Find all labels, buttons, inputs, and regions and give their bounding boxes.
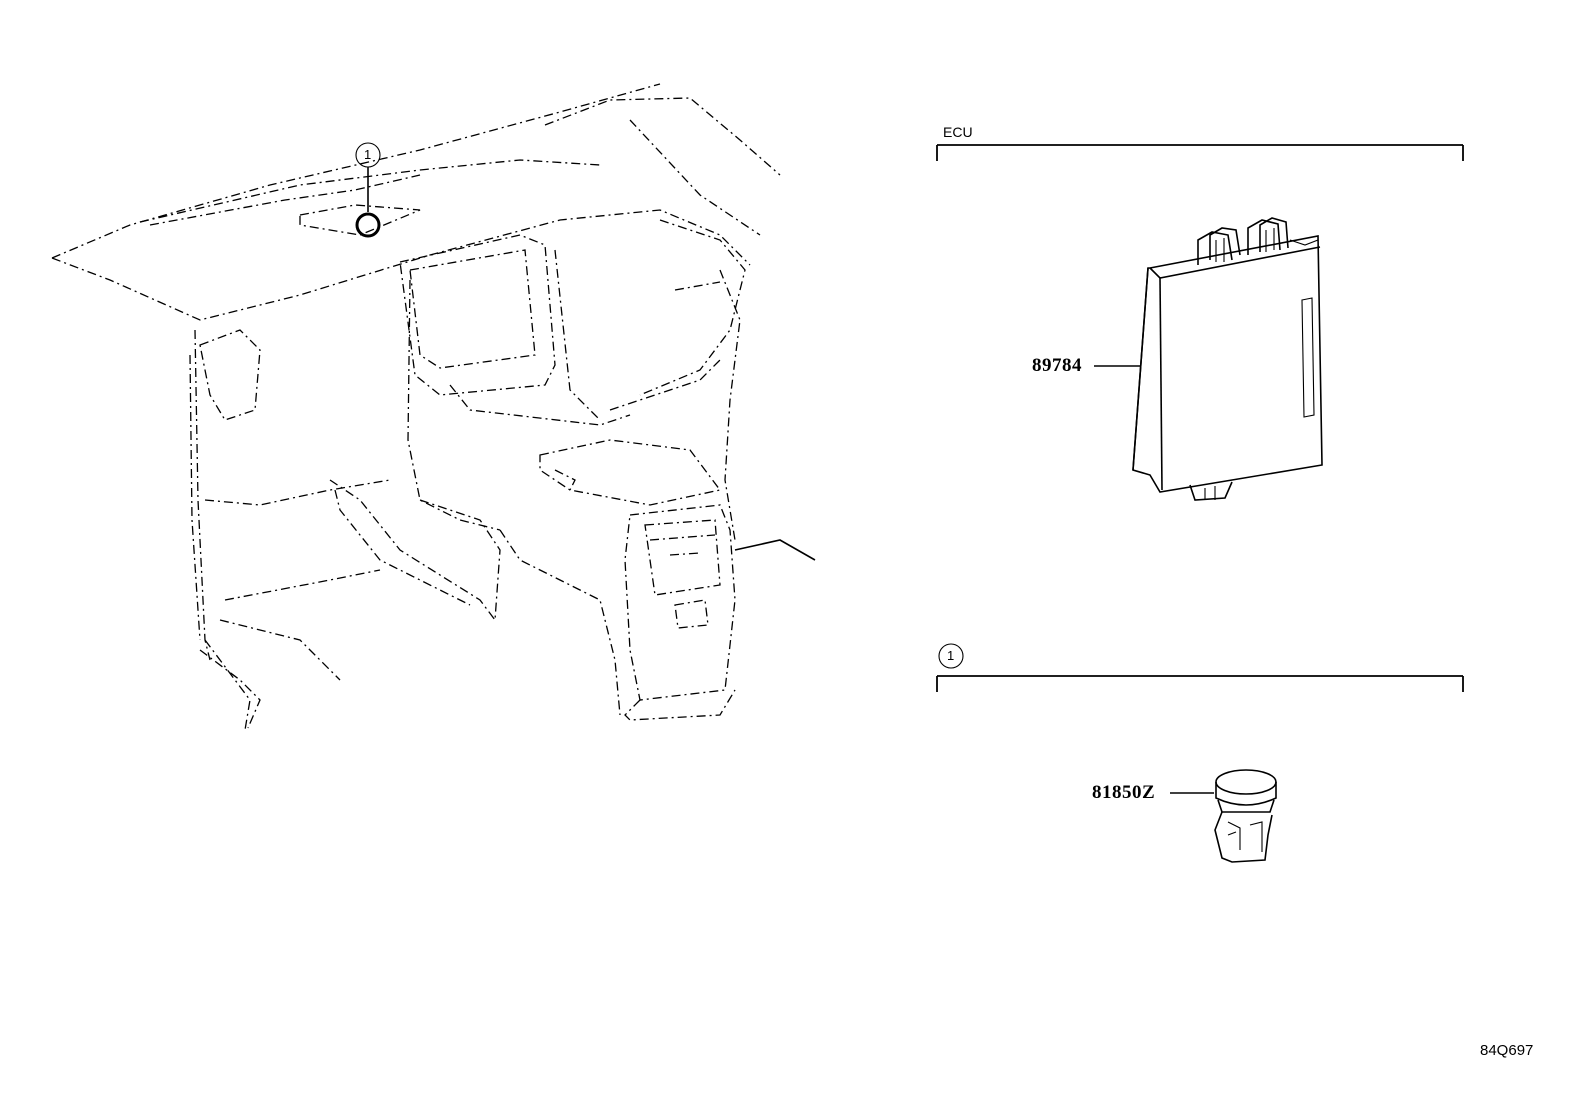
- sensor-section-bracket: [936, 643, 1464, 692]
- sensor-location-marker: [355, 212, 381, 238]
- ecu-section-bracket: [936, 144, 1464, 161]
- part-number-81850z[interactable]: 81850Z: [1092, 782, 1156, 803]
- sensor-section-callout-number: 1: [947, 648, 955, 663]
- vehicle-interior-illustration: [51, 83, 816, 731]
- diagram-reference-code: 84Q697: [1480, 1042, 1534, 1059]
- overview-callout-number: 1: [364, 147, 372, 162]
- part-number-89784[interactable]: 89784: [1032, 355, 1082, 376]
- ecu-section-title: ECU: [943, 124, 973, 140]
- ecu-module-illustration: [1132, 217, 1323, 501]
- sensor-illustration: [1214, 769, 1277, 863]
